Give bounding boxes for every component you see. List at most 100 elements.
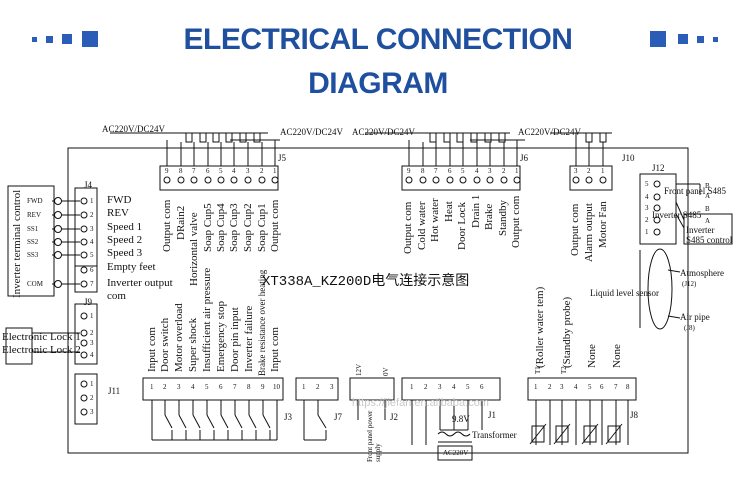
- j6-signal: Output com: [510, 195, 522, 248]
- j5-signal: Output com: [161, 199, 173, 252]
- j9-pin: 3: [90, 339, 94, 347]
- air-pipe-label: Air pipe: [680, 312, 710, 322]
- j7-pin: 1: [302, 383, 306, 391]
- j5-pin: 4: [232, 167, 236, 175]
- j4-signal: Empty feet: [107, 261, 156, 273]
- j6-pin: 7: [434, 167, 438, 175]
- j2-connector: [349, 377, 395, 401]
- j8-pin: 1: [534, 383, 538, 391]
- j4-terminal: SS1: [27, 225, 39, 233]
- j3-signal: Door switch: [159, 317, 171, 372]
- front-panel-s485-label: Front panel S485: [664, 186, 726, 196]
- mains-label: AC220V: [443, 449, 469, 457]
- j1-pin: 5: [466, 383, 470, 391]
- j5-pin: 9: [165, 167, 169, 175]
- j4-signal: com: [107, 290, 126, 302]
- j1-pin: 4: [452, 383, 456, 391]
- j3-signal: Inverter failure: [243, 305, 255, 372]
- j5-signal: Soap Cup3: [228, 203, 240, 252]
- j4-pin: 4: [90, 238, 94, 246]
- j11-pin: 1: [90, 380, 94, 388]
- j5-signal: Horizontal valve: [188, 212, 200, 286]
- page-title: ELECTRICAL CONNECTION DIAGRAM: [183, 23, 573, 100]
- j10-pin: 2: [587, 167, 591, 175]
- j5-connector: [159, 165, 279, 191]
- j3-pin: 4: [191, 383, 195, 391]
- j10-label: J10: [622, 153, 635, 163]
- j8-signal: None: [611, 344, 623, 368]
- j12-pin: 3: [645, 204, 649, 212]
- controller-board-outline: [67, 147, 689, 454]
- j8-pin: 8: [626, 383, 630, 391]
- j3-signal: Input com: [146, 327, 158, 372]
- j5-supply-right: AC220V/DC24V: [280, 127, 344, 137]
- j8-signal: None: [586, 344, 598, 368]
- j12-pin: 5: [645, 180, 649, 188]
- board-title: XT338A_KZ200D电气连接示意图: [262, 274, 470, 290]
- j6-signal: Hot water: [429, 198, 441, 242]
- j4-terminal: FWD: [27, 197, 43, 205]
- j4-terminal: COM: [27, 280, 43, 288]
- j4-pin: 5: [90, 251, 94, 259]
- deco-square: [32, 37, 37, 42]
- electronic-lock-label: Electronic Lock 1: [2, 331, 81, 343]
- j4-connector: [74, 187, 98, 293]
- j4-signal: Speed 1: [107, 221, 143, 233]
- atmosphere-ref: (J12): [682, 280, 697, 288]
- j5-signal: DRain2: [175, 205, 187, 240]
- j3-signal: Super shock: [187, 317, 199, 372]
- j7-connector: [295, 377, 339, 401]
- j1-pin: 1: [410, 383, 414, 391]
- transformer-label: Transformer: [472, 430, 517, 440]
- j9-pin: 2: [90, 329, 94, 337]
- j3-pin: 7: [233, 383, 237, 391]
- j3-pin: 6: [219, 383, 223, 391]
- j4-pin: 7: [90, 280, 94, 288]
- j1-pin: 2: [424, 383, 428, 391]
- j3-pin: 10: [273, 383, 280, 391]
- j12-label: J12: [652, 163, 665, 173]
- j8-signal: (Roller water tem): [534, 286, 546, 368]
- j6-signal: Cold water: [416, 201, 428, 250]
- j5-signal: Output com: [269, 199, 281, 252]
- j12-pin: 2: [645, 216, 649, 224]
- inverter-s485-control-label: Inverter S485 control: [686, 225, 733, 245]
- j1-pin: 3: [438, 383, 442, 391]
- j5-pin: 8: [179, 167, 183, 175]
- j7-label: J7: [334, 412, 343, 422]
- j4-pin: 2: [90, 211, 94, 219]
- j2-pin-label: 12V: [355, 363, 363, 376]
- j8-signal: (Standby probe): [561, 296, 573, 368]
- j6-pin: 6: [448, 167, 452, 175]
- j5-supply-left: AC220V/DC24V: [102, 124, 166, 134]
- j6-pin: 2: [502, 167, 506, 175]
- j3-pin: 8: [247, 383, 251, 391]
- j10-signal: Alarm output: [583, 203, 595, 262]
- j6-connector: [401, 165, 521, 191]
- j6-label: J6: [520, 153, 529, 163]
- j12-pin: 4: [645, 193, 649, 201]
- j5-signal: Soap Cup1: [256, 203, 268, 252]
- j6-pin: 5: [461, 167, 465, 175]
- j1-connector: [401, 377, 501, 401]
- j6-pin: 1: [515, 167, 519, 175]
- j5-pin: 7: [192, 167, 196, 175]
- j9-pin: 4: [90, 351, 94, 359]
- j3-signal: Door pin input: [229, 307, 241, 372]
- atmosphere-label: Atmosphere: [680, 268, 724, 278]
- j11-pin: 3: [90, 408, 94, 416]
- deco-square: [82, 31, 98, 47]
- j6-signal: Drain 1: [470, 194, 482, 228]
- j1-voltage: 9.8V: [452, 414, 470, 424]
- j7-pin: 2: [316, 383, 320, 391]
- j12-pin: 1: [645, 228, 649, 236]
- j4-label: J4: [84, 180, 93, 190]
- j10-pin: 3: [574, 167, 578, 175]
- header: ELECTRICAL CONNECTION DIAGRAM: [0, 18, 750, 100]
- j3-label: J3: [284, 412, 293, 422]
- j6-signal: Door Lock: [456, 202, 468, 250]
- j4-side-label: Inverter terminal control: [11, 189, 23, 298]
- j11-pin: 2: [90, 394, 94, 402]
- j3-pin: 9: [261, 383, 265, 391]
